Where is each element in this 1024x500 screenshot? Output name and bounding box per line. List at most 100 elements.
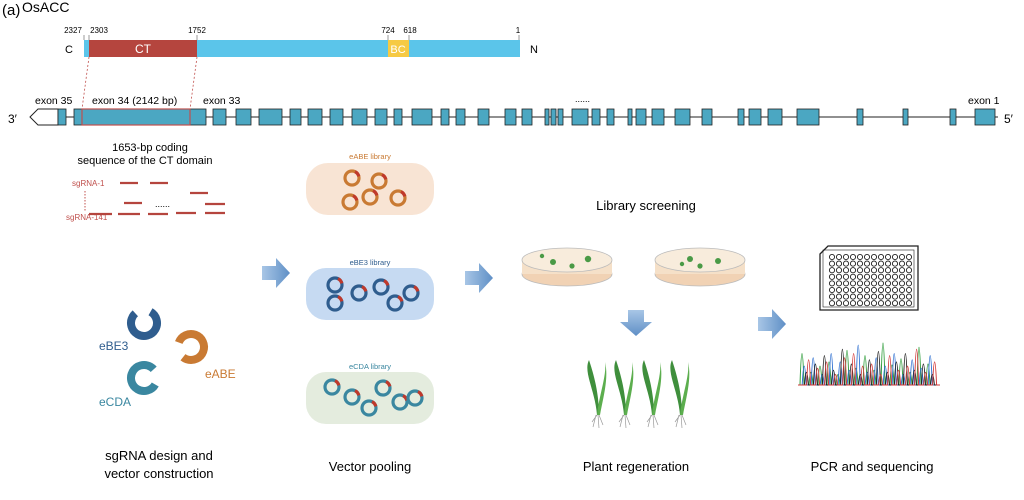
plasmid-ring [326,294,344,312]
well [849,300,857,307]
well [877,253,885,261]
well [835,267,843,274]
step-labels: Library screening sgRNA design and vecto… [104,198,933,481]
well [905,273,913,280]
well [870,253,878,261]
well [898,280,906,287]
gene-name: OsACC [22,0,69,15]
ct-domain [89,40,197,57]
well [870,286,878,294]
well [849,267,857,274]
insert-mark [385,380,392,387]
well [877,260,885,267]
arrow-down-icon [620,310,652,336]
well [870,300,878,307]
eabe-plasmid-icon [174,329,208,364]
insert-mark [354,389,361,396]
exon-block [748,108,762,126]
well [856,300,864,307]
well [849,253,857,261]
gene-structure: 3′ 5′ exon 35 exon 34 (2142 bp) exon 33 … [8,94,1014,167]
well [856,253,864,261]
insert-mark [337,277,344,284]
well [835,280,843,287]
well [891,267,899,274]
insert-mark [334,379,341,386]
exon-block [557,108,564,126]
ebe3-library-label: eBE3 library [350,258,391,267]
ecda-plasmid-icon [127,361,161,395]
insert-mark [397,295,404,302]
exon-block [902,108,909,126]
insert-mark [400,190,407,197]
chromatogram-trace [798,348,940,386]
well [884,253,892,261]
panel-label: (a) [2,2,20,19]
flow-arrows [262,258,786,339]
well [849,293,857,300]
sgrna-list: sgRNA-1 sgRNA-141 ...... [66,179,225,222]
exon-block [374,108,388,126]
well [891,253,899,261]
well [863,300,871,307]
well [898,253,906,261]
plasmid-ring [361,188,379,206]
insert-mark [361,285,368,292]
well [856,286,864,294]
well [877,293,885,300]
well [898,293,906,300]
exon-block [651,108,665,126]
sgrna-first-label: sgRNA-1 [72,179,105,188]
exon-block [544,108,550,126]
well [870,293,878,300]
vector-pooling-label: Vector pooling [329,459,411,474]
ebe3-library-box [306,268,434,320]
arrow-right-icon [262,258,290,288]
eabe-label: eABE [205,367,236,381]
well [835,273,843,280]
well [905,300,913,307]
well [905,280,913,287]
well [891,280,899,287]
well [898,273,906,280]
well [884,273,892,280]
well [884,300,892,307]
well [870,273,878,280]
well [842,273,850,280]
well [870,260,878,267]
eabe-library-label: eABE library [349,152,391,161]
exon-block [307,108,323,126]
insert-mark [417,390,424,397]
c-terminus-label: C [65,44,73,56]
ct-coding-region [81,108,191,126]
well [877,273,885,280]
exon-block [571,108,589,126]
plasmid-ring [360,399,378,417]
well [828,253,836,261]
well [849,273,857,280]
sequencing-chromatogram [798,342,940,386]
exon-block [57,108,67,126]
insert-mark [372,189,379,196]
well [856,280,864,287]
well [835,260,843,267]
plasmid-ring [343,388,361,406]
exon-block [289,108,302,126]
petri-dish-2 [654,247,746,287]
pos-1752: 1752 [188,26,206,35]
exon-block [477,108,490,126]
utr-3-arrow [29,108,59,126]
pos-2327: 2327 [64,26,82,35]
well [891,293,899,300]
ecda-label: eCDA [99,395,131,409]
well [835,300,843,307]
exon-block [81,108,191,126]
well [828,260,836,267]
well [849,260,857,267]
plasmid-ring [406,389,424,407]
bc-label: BC [390,44,405,56]
exon-block [411,108,433,126]
design-label-line1: sgRNA design and [105,448,213,463]
well [863,286,871,294]
well [905,260,913,267]
